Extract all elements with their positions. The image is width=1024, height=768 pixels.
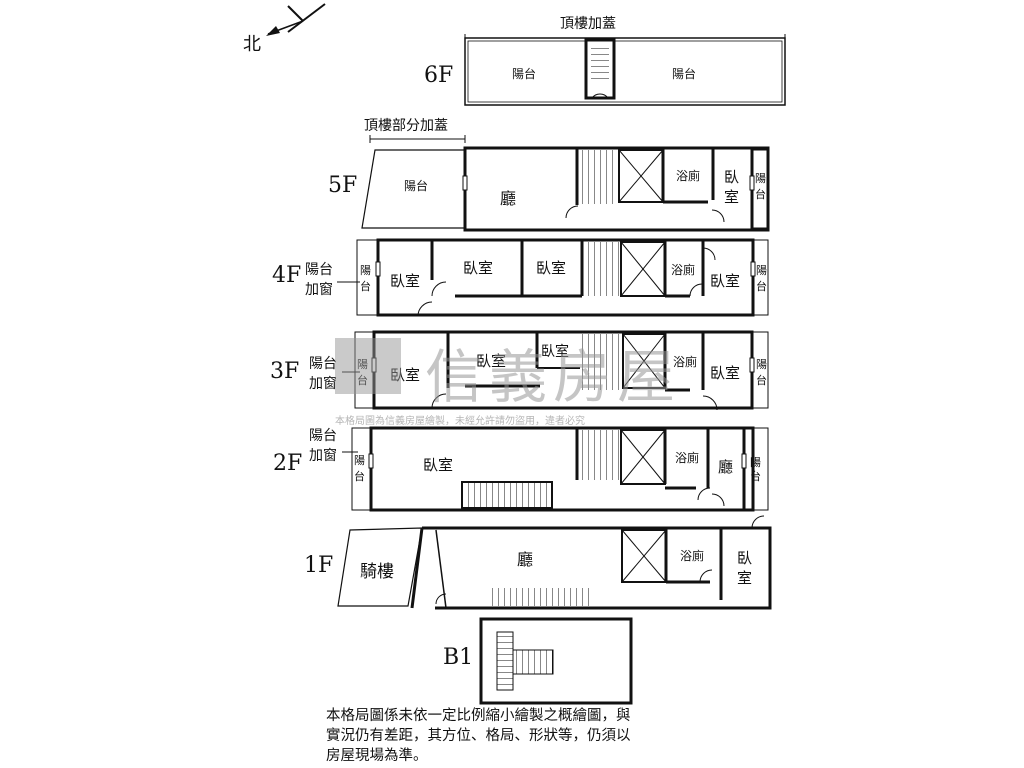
room-3f-bedroom-4: 臥室	[710, 364, 740, 382]
room-5f-side-b: 台	[755, 187, 766, 201]
roof-addition-label: 頂樓加蓋	[560, 16, 616, 32]
side-note-4f-b: 加窗	[305, 281, 333, 298]
room-6f-balcony-2: 陽台	[672, 66, 696, 81]
floor-label-6f: 6F	[424, 63, 453, 88]
side-note-4f-a: 陽台	[305, 262, 333, 278]
room-3f-bedroom-1: 臥室	[390, 366, 420, 384]
floor-1f: 1F 騎樓 廳 浴廁 臥 室	[304, 515, 772, 610]
disclaimer: 本格局圖係未依一定比例縮小繪製之概繪圖，與 實況仍有差距，其方位、格局、形狀等，…	[326, 706, 706, 766]
room-4f-balcony-w-a: 陽	[360, 264, 371, 277]
room-3f-bedroom-2: 臥室	[476, 352, 506, 370]
side-note-2f-b: 加窗	[309, 447, 337, 464]
disclaimer-line-2: 實況仍有差距，其方位、格局、形狀等，仍須以	[326, 728, 631, 744]
room-1f-bedroom-b: 室	[737, 569, 752, 587]
room-4f-bedroom-2: 臥室	[463, 259, 493, 277]
room-5f-hall: 廳	[500, 189, 516, 208]
room-1f-hall: 廳	[517, 550, 533, 569]
room-5f-balcony: 陽台	[404, 178, 428, 193]
room-3f-bedroom-3: 臥室	[541, 343, 569, 360]
room-1f-bathroom: 浴廁	[680, 548, 704, 563]
floor-label-2f: 2F	[273, 451, 302, 476]
room-3f-balcony-w-b: 台	[357, 373, 368, 387]
disclaimer-line-1: 本格局圖係未依一定比例縮小繪製之概繪圖，與	[326, 708, 631, 724]
room-6f-balcony-1: 陽台	[512, 66, 536, 81]
floor-label-b1: B1	[443, 645, 473, 670]
room-4f-balcony-e-b: 台	[756, 279, 767, 293]
floor-label-5f: 5F	[328, 173, 357, 198]
room-4f-bedroom-1: 臥室	[390, 272, 420, 290]
floor-5f: 5F 頂樓部分加蓋 陽台 廳 浴廁 臥 室 陽 台	[328, 118, 770, 232]
floor-3f: 3F 陽台 加窗 陽 台 臥室 臥室 臥室 浴廁 臥室 陽 台	[270, 330, 769, 411]
room-1f-arcade: 騎樓	[360, 562, 394, 582]
room-2f-balcony-e-a: 陽	[750, 456, 761, 469]
side-note-3f-a: 陽台	[309, 356, 337, 372]
side-note-3f-b: 加窗	[309, 375, 337, 392]
room-3f-balcony-w-a: 陽	[357, 358, 368, 371]
room-5f-bedroom-b: 室	[724, 188, 739, 206]
room-2f-hall: 廳	[718, 458, 733, 476]
room-2f-balcony-w-a: 陽	[354, 454, 365, 467]
north-arrow-icon	[266, 26, 280, 36]
floor-label-4f: 4F	[272, 263, 301, 288]
partial-roof-addition-label: 頂樓部分加蓋	[364, 118, 448, 134]
room-2f-balcony-e-b: 台	[750, 469, 761, 483]
room-5f-side-a: 陽	[755, 172, 766, 185]
room-4f-balcony-e-a: 陽	[756, 264, 767, 277]
room-4f-balcony-w-b: 台	[360, 279, 371, 293]
north-label: 北	[243, 34, 261, 55]
room-3f-balcony-e-a: 陽	[756, 358, 767, 371]
floor-2f: 2F 陽台 加窗 陽 台 臥室 浴廁 廳 陽 台	[273, 426, 769, 512]
room-5f-bedroom-a: 臥	[724, 168, 739, 186]
compass: 北	[243, 3, 326, 55]
floor-4f: 4F 陽台 加窗 陽 台 臥室 臥室 臥室 浴廁 臥室 陽 台	[272, 238, 769, 317]
room-3f-balcony-e-b: 台	[756, 373, 767, 387]
floor-label-3f: 3F	[270, 359, 299, 384]
room-3f-bathroom: 浴廁	[673, 354, 697, 369]
disclaimer-line-3: 房屋現場為準。	[326, 748, 428, 764]
room-4f-bathroom: 浴廁	[671, 262, 695, 277]
floor-b1: B1	[443, 617, 633, 705]
room-1f-bedroom-a: 臥	[737, 549, 752, 567]
room-2f-bathroom: 浴廁	[675, 450, 699, 465]
room-5f-bathroom: 浴廁	[676, 168, 700, 183]
room-2f-bedroom: 臥室	[423, 456, 453, 474]
room-4f-bedroom-4: 臥室	[710, 272, 740, 290]
floor-6f: 6F 頂樓加蓋 陽台 陽台	[424, 16, 786, 106]
room-4f-bedroom-3: 臥室	[536, 259, 566, 277]
side-note-2f-a: 陽台	[309, 428, 337, 444]
room-2f-balcony-w-b: 台	[354, 469, 365, 483]
floor-label-1f: 1F	[304, 553, 333, 578]
